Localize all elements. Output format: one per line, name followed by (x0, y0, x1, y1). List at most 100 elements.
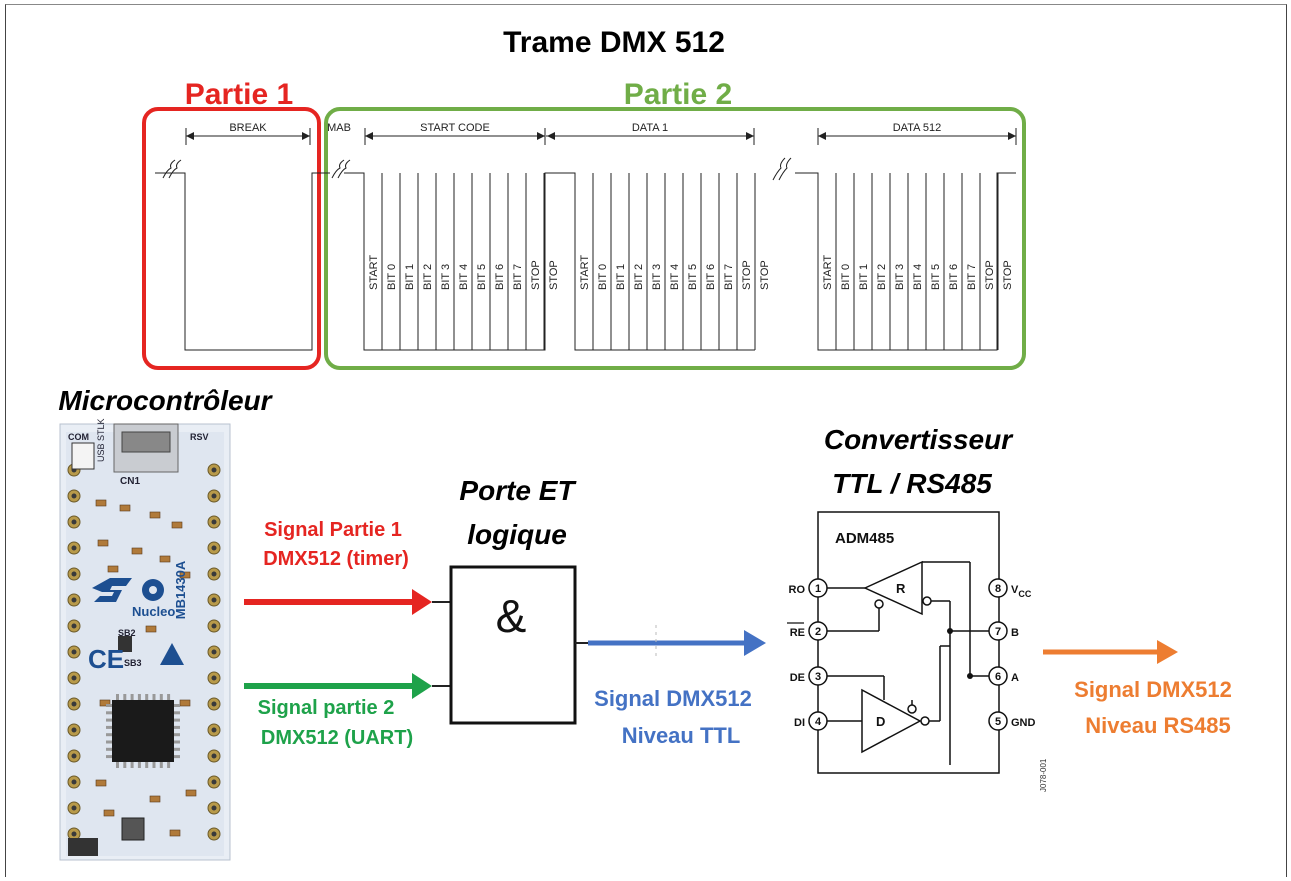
mab-label: MAB (327, 122, 351, 134)
start-data1-waveform (344, 172, 755, 351)
pin-number: 2 (815, 626, 821, 638)
sb2-label: SB2 (118, 628, 136, 638)
nucleo-board: Nucleo MB1430A USB STLK CN1 COM RSV SB2 … (59, 418, 231, 861)
adm485-chip (817, 511, 1000, 774)
timing-diagram (155, 128, 1017, 351)
bit-label: BIT 6 (494, 264, 506, 290)
micro-title: Microcontrôleur (58, 385, 273, 416)
chip-pin (106, 711, 112, 715)
chip-pin (174, 711, 180, 715)
bit-label: BIT 4 (458, 264, 470, 290)
chip-pin (167, 694, 171, 700)
start-code-label: START CODE (420, 122, 490, 134)
bit-label: STOP (1002, 260, 1014, 290)
bit-label: BIT 6 (948, 264, 960, 290)
smd-component (119, 504, 131, 512)
pin-name: DE (790, 672, 805, 684)
st-logo (92, 578, 132, 602)
pin-name: A (1011, 672, 1019, 684)
pin-circle (808, 666, 828, 686)
bit-label: STOP (530, 260, 542, 290)
pin-number: 3 (815, 671, 821, 683)
brand-label: Nucleo (132, 604, 175, 619)
chip-pin (137, 694, 141, 700)
bit-label: BIT 7 (723, 264, 735, 290)
smd-component (179, 571, 191, 579)
signal1-line1: Signal Partie 1 (264, 519, 402, 541)
chip-pin (106, 747, 112, 751)
pin-number: 1 (815, 583, 821, 595)
pin-number: 4 (815, 716, 822, 728)
bottom-connector (68, 838, 98, 856)
page-frame (5, 4, 1287, 877)
bit-label: BIT 2 (633, 264, 645, 290)
pin-circle (988, 711, 1008, 731)
and-gate (449, 565, 577, 725)
part1-box (142, 107, 321, 370)
break-mark (778, 157, 792, 181)
pin-circle (988, 666, 1008, 686)
smd-component (107, 565, 119, 573)
part2-box (324, 107, 1026, 370)
chip-pin (174, 755, 180, 759)
smd-component (95, 779, 107, 787)
pin-circle (988, 621, 1008, 641)
chip-pin (145, 694, 149, 700)
data512-label: DATA 512 (893, 122, 942, 134)
chip-pin (116, 762, 119, 768)
pin-number: 7 (995, 626, 1001, 638)
bit-label: STOP (548, 260, 560, 290)
pin-subscript: CC (1018, 589, 1031, 599)
chip-pin (174, 740, 180, 744)
chip-pin (106, 718, 112, 722)
bit-label: BIT 5 (687, 264, 699, 290)
pin-circle (988, 578, 1008, 598)
chip-pin (167, 762, 171, 768)
bit-label: BIT 3 (440, 264, 452, 290)
break-waveform (155, 172, 330, 351)
chip-pin (130, 694, 134, 700)
bit-label: BIT 1 (615, 264, 627, 290)
data1-label: DATA 1 (632, 122, 668, 134)
smd-component (131, 547, 143, 555)
warning-triangle-icon (160, 643, 184, 665)
pin-name: GND (1011, 717, 1036, 729)
converter-title-line2: TTL / RS485 (832, 468, 992, 499)
bit-label: START (822, 255, 834, 290)
chip-pin (152, 762, 156, 768)
bit-label: BIT 2 (422, 264, 434, 290)
chip-pin (116, 694, 119, 700)
chip-pin (130, 762, 134, 768)
gate-title-line1: Porte ET (459, 475, 577, 506)
com-label: COM (68, 432, 89, 442)
smd-component (169, 829, 181, 837)
chip-pin (159, 762, 163, 768)
chip-pin (152, 694, 156, 700)
bit-label: BIT 1 (858, 264, 870, 290)
sb3-label: SB3 (124, 658, 142, 668)
converter-title-line1: Convertisseur (824, 424, 1014, 455)
smd-component (185, 789, 197, 797)
reset-button (121, 817, 145, 841)
pin-name: RO (789, 584, 806, 596)
bit-label: BIT 0 (840, 264, 852, 290)
chip-pin (174, 747, 180, 751)
pin-number: 6 (995, 671, 1001, 683)
usb-label: USB STLK (96, 418, 106, 462)
break-mark (331, 159, 345, 179)
part2-label: Partie 2 (624, 78, 732, 111)
pin-name: RE (790, 627, 805, 639)
pin-circle (808, 578, 828, 598)
mcu-chip (112, 700, 174, 762)
break-mark (337, 159, 351, 179)
bit-label: BIT 5 (930, 264, 942, 290)
bit-label: STOP (741, 260, 753, 290)
bit-label: BIT 0 (597, 264, 609, 290)
pin-number: 5 (995, 716, 1001, 728)
pin-circle (808, 621, 828, 641)
smd-component (149, 795, 161, 803)
smd-component (95, 499, 107, 507)
break-mark (162, 159, 176, 179)
cn1-label: CN1 (120, 476, 140, 487)
